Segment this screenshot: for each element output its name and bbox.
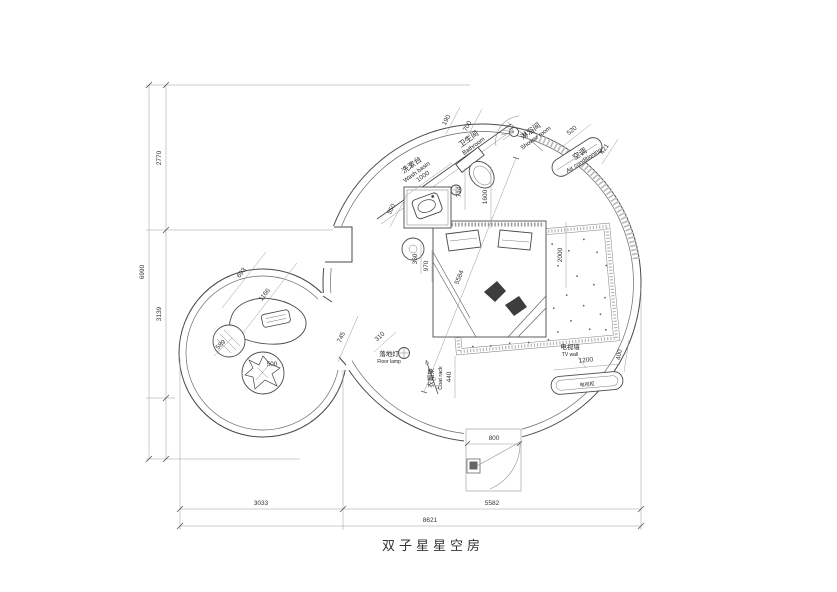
pillow bbox=[445, 229, 482, 252]
ac-unit bbox=[551, 137, 603, 177]
dim-3139: 3139 bbox=[156, 306, 163, 321]
bed bbox=[432, 220, 547, 338]
dim-714: 714 bbox=[456, 186, 463, 197]
dim-5582: 5582 bbox=[485, 500, 500, 507]
label-tv-wall-zh: 电视墙 bbox=[560, 342, 580, 351]
wall-hatch-band bbox=[534, 133, 640, 262]
crumple-chair bbox=[241, 351, 285, 395]
tv-bench: 电视柜 bbox=[550, 371, 624, 395]
dim-310: 310 bbox=[374, 330, 387, 343]
bed-decor bbox=[505, 296, 527, 316]
dim-8621: 8621 bbox=[423, 517, 438, 524]
label-coat-rack-zh: 衣帽架 bbox=[426, 368, 435, 388]
dim-440: 440 bbox=[446, 371, 453, 382]
dim-421: 421 bbox=[599, 142, 611, 155]
pillow bbox=[497, 229, 533, 251]
carpet-dots bbox=[471, 238, 608, 348]
dim-550: 550 bbox=[386, 203, 397, 216]
label-floor-lamp: 落地灯 Floor lamp bbox=[377, 349, 401, 365]
dim-2000: 2000 bbox=[557, 247, 564, 262]
dim-6990: 6990 bbox=[139, 264, 146, 279]
shower-head-icon bbox=[495, 115, 520, 147]
dimension-lines bbox=[145, 81, 645, 530]
bed-decor bbox=[484, 281, 506, 302]
dim-2770: 2770 bbox=[156, 150, 163, 165]
dim-970: 970 bbox=[423, 260, 430, 271]
dim-500: 500 bbox=[267, 361, 278, 368]
dim-745: 745 bbox=[336, 331, 347, 344]
dim-700: 700 bbox=[462, 120, 473, 133]
label-tv-wall: 电视墙 TV wall bbox=[560, 342, 580, 358]
drawing-title: 双子星星空房 bbox=[382, 538, 484, 553]
entry-door bbox=[465, 428, 522, 492]
dim-1200: 1200 bbox=[578, 356, 593, 364]
label-floor-lamp-en: Floor lamp bbox=[377, 359, 401, 365]
bedside-table bbox=[401, 237, 425, 261]
label-floor-lamp-zh: 落地灯 bbox=[379, 349, 399, 358]
passage-walls bbox=[322, 226, 353, 366]
dim-1600: 1600 bbox=[482, 189, 489, 204]
dimension-texts: 6990 2770 3139 3033 5582 8621 5584 745 6… bbox=[139, 114, 624, 524]
label-tv-wall-en: TV wall bbox=[562, 352, 578, 358]
label-washbasin: 洗漱台 Wash basin bbox=[399, 154, 431, 184]
tv-cabinet-label: 电视柜 bbox=[579, 380, 595, 388]
dim-360: 360 bbox=[412, 253, 419, 264]
dim-3033: 3033 bbox=[254, 500, 269, 507]
floor-lamp-icon bbox=[398, 347, 410, 359]
toilet bbox=[455, 146, 495, 189]
label-coat-rack-en: Coat rack bbox=[438, 366, 444, 390]
label-coat-rack: 衣帽架 Coat rack bbox=[426, 366, 444, 390]
wash-basin bbox=[403, 186, 452, 229]
dim-800: 800 bbox=[489, 435, 500, 442]
dim-190: 190 bbox=[441, 114, 452, 127]
coat-rack-icon bbox=[425, 359, 440, 395]
dim-400: 400 bbox=[615, 348, 624, 360]
